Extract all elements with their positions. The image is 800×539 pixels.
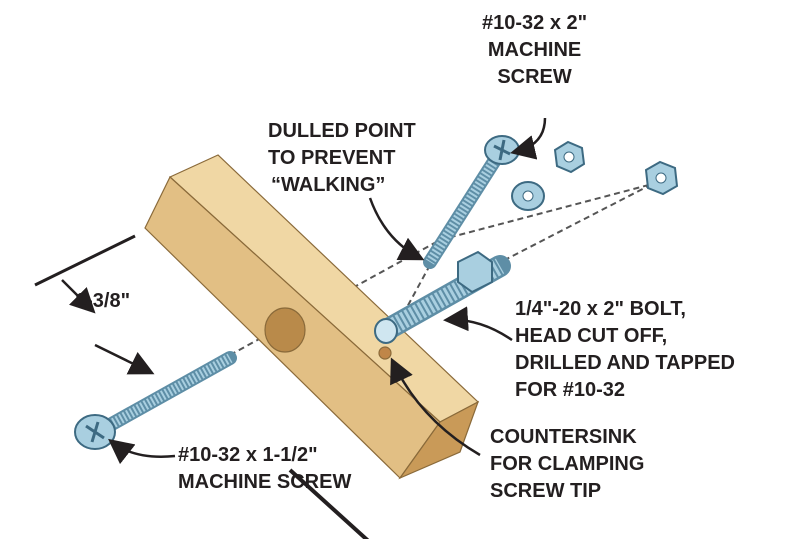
label-bottom-screw: #10-32 x 1-1/2" MACHINE SCREW — [178, 444, 352, 493]
label-dulled-point: DULLED POINT TO PREVENT “WALKING” — [268, 120, 416, 196]
hex-nut-top — [553, 140, 586, 174]
washer — [511, 181, 545, 211]
leader-arrows — [108, 117, 547, 465]
countersink-hole — [378, 346, 392, 360]
dimension-marker — [34, 234, 155, 375]
label-bolt: 1/4"-20 x 2" BOLT, HEAD CUT OFF, DRILLED… — [515, 298, 735, 401]
hex-nut-right — [644, 160, 679, 196]
label-top-screw: #10-32 x 2" MACHINE SCREW — [482, 12, 588, 88]
cut-off-bolt — [374, 250, 511, 344]
hex-nut-on-bolt — [457, 250, 493, 294]
label-dimension: 1-3/8" — [75, 290, 131, 312]
top-machine-screw — [423, 135, 520, 269]
label-countersink: COUNTERSINK FOR CLAMPING SCREW TIP — [490, 426, 645, 502]
through-hole — [264, 307, 306, 353]
wood-block — [144, 154, 480, 539]
bottom-machine-screw — [74, 351, 237, 450]
